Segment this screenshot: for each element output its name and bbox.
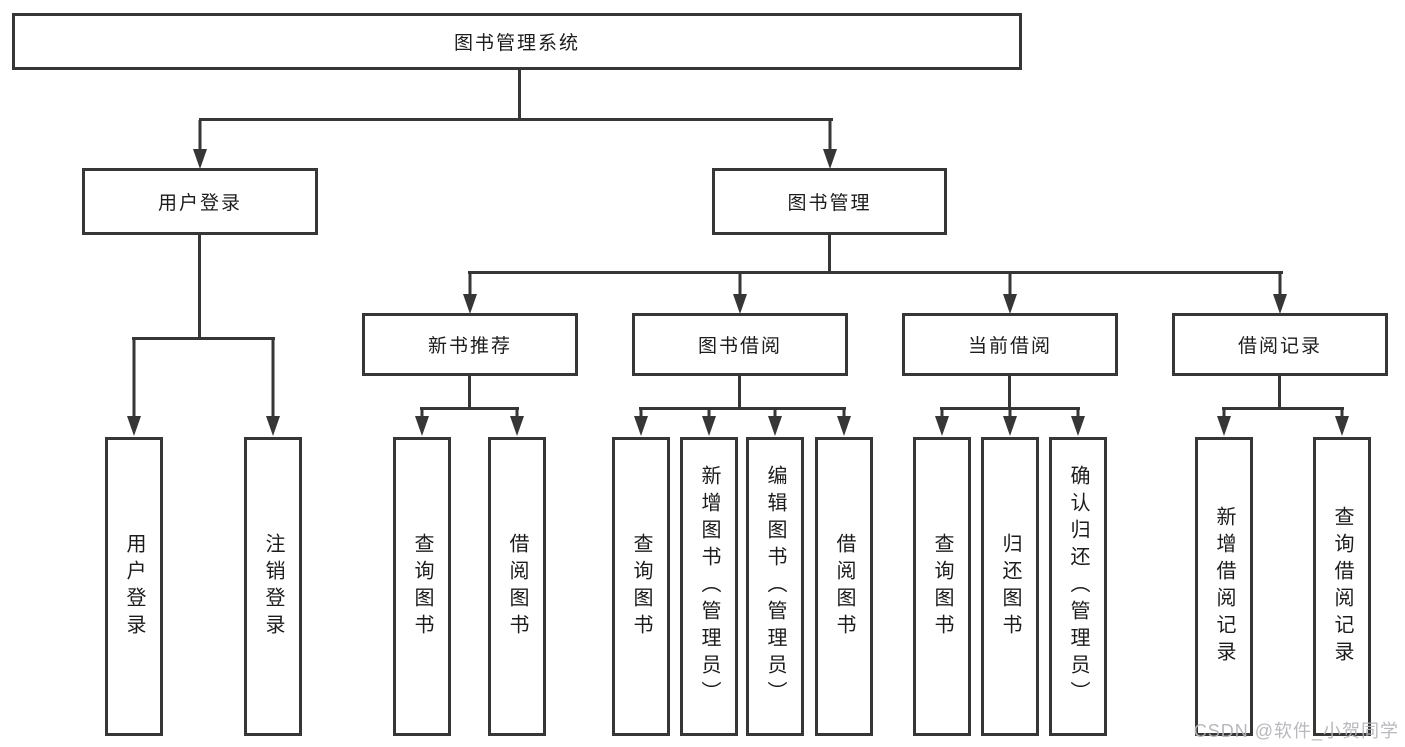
arrow-down-leaf bbox=[767, 409, 783, 436]
arrow-head-icon bbox=[193, 149, 207, 169]
arrow-head-icon bbox=[1217, 416, 1231, 436]
leaf-edit-book-admin: 编辑图书（管理员） bbox=[746, 437, 804, 736]
connector-book-management-stem bbox=[828, 233, 831, 273]
arrow-down-leaf bbox=[934, 409, 950, 436]
leaf-query-books-1: 查询图书 bbox=[393, 437, 451, 736]
leaf-borrow-books-2: 借阅图书 bbox=[815, 437, 873, 736]
arrow-head-icon bbox=[510, 416, 524, 436]
arrow-head-icon bbox=[837, 416, 851, 436]
leaf-query-borrow-records: 查询借阅记录 bbox=[1313, 437, 1371, 736]
leaf-logout: 注销登录 bbox=[244, 437, 302, 736]
node-book-management: 图书管理 bbox=[712, 168, 947, 235]
node-book-borrow: 图书借阅 bbox=[632, 313, 848, 376]
leaf-return-books: 归还图书 bbox=[981, 437, 1039, 736]
arrow-down-leaf bbox=[1070, 409, 1086, 436]
node-library-management-system: 图书管理系统 bbox=[12, 13, 1022, 70]
arrow-down-leaf bbox=[1334, 409, 1350, 436]
connector-level1-branch bbox=[199, 118, 833, 121]
connector-new-book-branch bbox=[420, 407, 519, 410]
arrow-head-icon bbox=[634, 416, 648, 436]
arrow-down-to-logout-leaf bbox=[265, 339, 281, 436]
arrow-down-to-user-login bbox=[192, 120, 208, 169]
leaf-confirm-return-admin: 确认归还（管理员） bbox=[1049, 437, 1107, 736]
arrow-head-icon bbox=[1335, 416, 1349, 436]
arrow-down-leaf bbox=[414, 409, 430, 436]
leaf-query-books-3: 查询图书 bbox=[913, 437, 971, 736]
connector-current-borrow-stem bbox=[1008, 374, 1011, 410]
arrow-down-to-new-book bbox=[462, 273, 478, 314]
connector-new-book-stem bbox=[468, 374, 471, 410]
arrow-down-to-login-leaf bbox=[126, 339, 142, 436]
arrow-head-icon bbox=[127, 416, 141, 436]
arrow-head-icon bbox=[935, 416, 949, 436]
connector-user-login-stem bbox=[198, 233, 201, 340]
arrow-down-to-book-management bbox=[822, 120, 838, 169]
connector-level2-branch bbox=[468, 271, 1283, 274]
connector-user-login-branch bbox=[132, 337, 275, 340]
connector-book-borrow-stem bbox=[738, 374, 741, 410]
node-current-borrow: 当前借阅 bbox=[902, 313, 1118, 376]
arrow-head-icon bbox=[733, 294, 747, 314]
node-user-login: 用户登录 bbox=[82, 168, 318, 235]
connector-current-borrow-branch bbox=[940, 407, 1080, 410]
arrow-head-icon bbox=[1003, 294, 1017, 314]
leaf-query-books-2: 查询图书 bbox=[612, 437, 670, 736]
arrow-down-to-current-borrow bbox=[1002, 273, 1018, 314]
node-new-book-recommend: 新书推荐 bbox=[362, 313, 578, 376]
arrow-head-icon bbox=[1273, 294, 1287, 314]
leaf-user-login: 用户登录 bbox=[105, 437, 163, 736]
arrow-head-icon bbox=[415, 416, 429, 436]
connector-borrow-records-stem bbox=[1278, 374, 1281, 410]
connector-borrow-records-branch bbox=[1222, 407, 1344, 410]
arrow-down-leaf bbox=[701, 409, 717, 436]
connector-root-stem bbox=[518, 69, 521, 120]
node-borrow-records: 借阅记录 bbox=[1172, 313, 1388, 376]
leaf-add-borrow-record: 新增借阅记录 bbox=[1195, 437, 1253, 736]
connector-book-borrow-branch bbox=[639, 407, 846, 410]
arrow-head-icon bbox=[266, 416, 280, 436]
arrow-down-leaf bbox=[836, 409, 852, 436]
arrow-down-to-book-borrow bbox=[732, 273, 748, 314]
leaf-borrow-books-1: 借阅图书 bbox=[488, 437, 546, 736]
arrow-head-icon bbox=[768, 416, 782, 436]
watermark-text: CSDN @软件_小贺同学 bbox=[1193, 721, 1399, 741]
arrow-down-leaf bbox=[633, 409, 649, 436]
arrow-down-leaf bbox=[509, 409, 525, 436]
arrow-down-leaf bbox=[1216, 409, 1232, 436]
arrow-head-icon bbox=[823, 149, 837, 169]
arrow-down-leaf bbox=[1002, 409, 1018, 436]
arrow-head-icon bbox=[1003, 416, 1017, 436]
arrow-head-icon bbox=[1071, 416, 1085, 436]
arrow-head-icon bbox=[702, 416, 716, 436]
arrow-down-to-borrow-records bbox=[1272, 273, 1288, 314]
arrow-head-icon bbox=[463, 294, 477, 314]
leaf-add-book-admin: 新增图书（管理员） bbox=[680, 437, 738, 736]
